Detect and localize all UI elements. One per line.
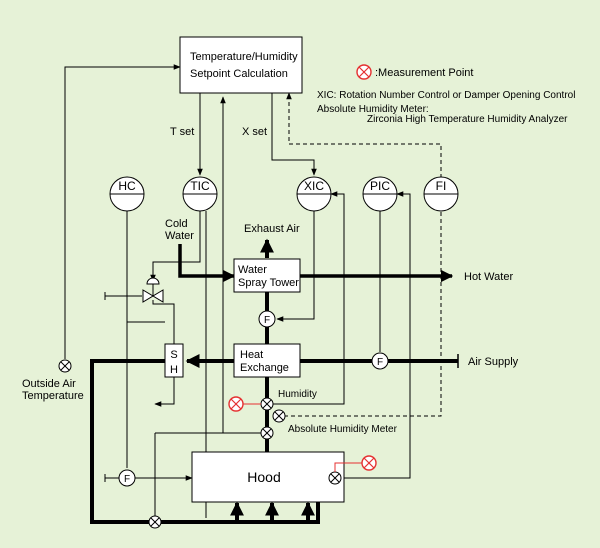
spray-tower-line1: Water [238,264,267,276]
legend-xic-note: XIC: Rotation Number Control or Damper O… [317,90,575,101]
t-set-label: T set [170,126,194,138]
hc-controller [109,176,145,212]
flow-meter-air [371,352,389,370]
sh-h-label: H [170,364,178,376]
abs-humidity-sensor-icon [272,409,286,423]
cold-water-line2: Water [165,230,194,242]
tic-to-valve [150,211,201,282]
hc-label: HC [118,179,136,193]
hood-label: Hood [247,469,280,485]
fi-dashed-signal [286,92,442,178]
hood-sensor-icon [328,471,342,485]
calc-box-line2: Setpoint Calculation [190,68,288,80]
sh-s-label: S [170,349,177,361]
sh-drain [154,377,175,407]
cold-water-line1: Cold [165,218,188,230]
red-measure-lead-hood [334,462,362,472]
outside-air-signal [64,64,181,359]
tic-label: TIC [190,179,210,193]
hc-to-sh [126,211,165,323]
hot-water-label: Hot Water [464,271,513,283]
x-set-label: X set [242,126,267,138]
legend-measurement-point: :Measurement Point [375,67,473,79]
fi-dashed-measure [279,212,442,417]
red-measure-point-left-icon [228,396,244,412]
pic-measure [335,191,411,479]
air-supply-label: Air Supply [468,356,519,368]
measurement-legend-icon [356,64,372,80]
flow-meter-air-label: F [377,357,383,368]
outside-air-line1: Outside Air [22,378,76,390]
control-valve-icon [142,277,164,303]
humidity-label: Humidity [278,389,317,400]
flow-meter-hood [118,469,136,487]
legend-meter-note-1: Absolute Humidity Meter: [317,104,429,115]
pic-label: PIC [370,179,390,193]
outside-air-line2: Temperature [22,390,84,402]
flow-meter-tower-label: F [264,315,270,326]
flow-meter-tower [258,310,276,328]
valve-to-sh [152,300,175,344]
cold-water-pipe [178,244,236,283]
temp-sensor-duct-icon [260,426,274,440]
heat-exchange-line2: Exchange [240,362,289,374]
legend-meter-note-2: Zirconia High Temperature Humidity Analy… [367,114,568,125]
calc-box-line1: Temperature/Humidity [190,51,298,63]
hood-box [191,451,345,503]
sh-to-hood-loop [90,359,320,524]
spray-tower-line2: Spray Tower [238,277,299,289]
fi-label: FI [436,179,447,193]
x-set-line [271,93,317,176]
setpoint-calc-box [179,36,303,94]
xic-to-fan [276,211,315,322]
flow-meter-hood-label: F [124,474,130,485]
xic-measure [267,191,345,405]
fi-controller [423,176,459,212]
xic-label: XIC [304,179,324,193]
temp-sensor-bottom-icon [148,515,162,529]
abs-meter-label: Absolute Humidity Meter [288,424,398,435]
humidity-sensor-icon [260,397,274,411]
heat-exchange-box [233,343,301,378]
spray-tower-box [233,258,301,293]
red-measure-point-hood-icon [361,455,377,471]
heat-exchange-line1: Heat [240,349,263,361]
exhaust-air-label: Exhaust Air [244,223,300,235]
outside-air-sensor-icon [58,359,72,373]
